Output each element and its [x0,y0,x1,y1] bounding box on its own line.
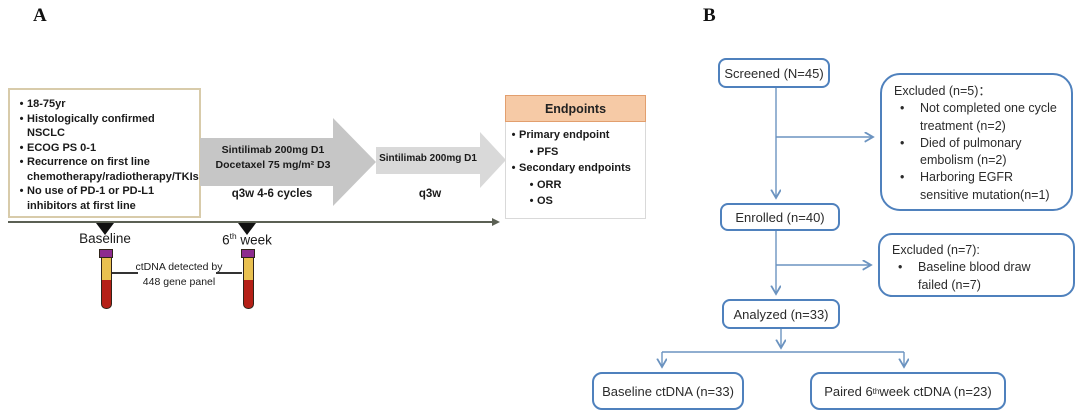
bullet-icon: • [19,98,24,110]
endpoint-item: •Primary endpoint [508,127,643,144]
endpoints-box: Endpoints •Primary endpoint •PFS •Second… [505,95,646,219]
bullet-icon: • [529,145,534,158]
endpoint-subitem: •ORR [508,177,643,194]
treatment-arrow-2 [376,147,480,174]
bullet-icon: • [900,101,905,116]
tube-cap [99,249,113,258]
timeline-arrowhead-icon [492,218,500,226]
endpoints-header: Endpoints [505,95,646,122]
bullet-icon: • [19,112,24,125]
week6-marker-icon [238,223,256,235]
tube-body [100,258,112,309]
eligibility-item: •ECOG PS 0-1 [16,141,195,156]
treatment-arrow-1-head [333,118,376,206]
bullet-icon: • [19,185,24,198]
flow-box-excluded7: Excluded (n=7): •Baseline blood draw fai… [878,233,1075,297]
bullet-icon: • [19,156,24,169]
arrow1-schedule: q3w 4-6 cycles [231,188,313,200]
flow-box-screened: Screened (N=45) [718,58,830,88]
flow-box-enrolled: Enrolled (n=40) [720,203,840,231]
excluded5-item: •Harboring EGFR sensitive mutation(n=1) [894,169,1061,204]
arrow2-drug-line: Sintilimab 200mg D1 [379,153,477,164]
excluded5-item: •Died of pulmonary embolism (n=2) [894,135,1061,170]
eligibility-item: •Recurrence on first line chemotherapy/r… [16,155,199,184]
assay-label: ctDNA detected by 448 gene panel [126,260,232,290]
excluded7-title: Excluded (n=7): [892,243,980,257]
tube-body [242,258,254,309]
baseline-marker-icon [96,223,114,235]
arrow1-drug-line2: Docetaxel 75 mg/m² D3 [215,159,331,172]
eligibility-item: •Histologically confirmed NSCLC [16,112,195,141]
assay-connector-left [112,272,138,274]
assay-line1: ctDNA detected by [135,261,223,273]
treatment-arrow-2-head [480,132,506,188]
excluded7-item: •Baseline blood draw failed (n=7) [892,259,1063,294]
flow-box-baseline-ctdna: Baseline ctDNA (n=33) [592,372,744,410]
endpoint-item: •Secondary endpoints [508,160,643,177]
week6-label: 6th week [222,231,272,248]
tube-cap [241,249,255,258]
flow-box-excluded5: Excluded (n=5)： •Not completed one cycle… [880,73,1073,211]
excluded5-item: •Not completed one cycle treatment (n=2) [894,100,1061,135]
bullet-icon: • [529,178,534,191]
flow-box-analyzed: Analyzed (n=33) [722,299,840,329]
eligibility-item: •18-75yr [16,97,195,112]
assay-connector-right [216,272,242,274]
baseline-label: Baseline [79,231,131,246]
eligibility-item: •No use of PD-1 or PD-L1 inhibitors at f… [16,184,195,213]
panel-a-label: A [33,5,47,26]
bullet-icon: • [898,260,903,275]
endpoints-list: •Primary endpoint •PFS •Secondary endpoi… [505,122,646,219]
treatment-arrow-1-text: Sintilimab 200mg D1 Docetaxel 75 mg/m² D… [198,143,348,173]
eligibility-criteria-box: •18-75yr •Histologically confirmed NSCLC… [8,88,201,218]
blood-tube-icon [98,249,114,311]
treatment-arrow-1 [200,138,333,186]
timeline-axis [8,221,494,223]
arrow2-schedule: q3w [418,188,442,200]
bullet-icon: • [511,162,516,174]
bullet-icon: • [19,141,24,154]
bullet-icon: • [511,129,516,141]
arrow1-drug-line1: Sintilimab 200mg D1 [221,144,325,156]
panel-b-label: B [703,5,716,26]
endpoint-subitem: •PFS [508,144,643,161]
bullet-icon: • [529,195,534,207]
bullet-icon: • [900,170,905,185]
bullet-icon: • [900,135,905,150]
blood-tube-icon [240,249,256,311]
excluded5-title: Excluded (n=5)： [894,84,991,98]
endpoint-subitem: •OS [508,193,643,210]
assay-line2: 448 gene panel [142,276,216,289]
